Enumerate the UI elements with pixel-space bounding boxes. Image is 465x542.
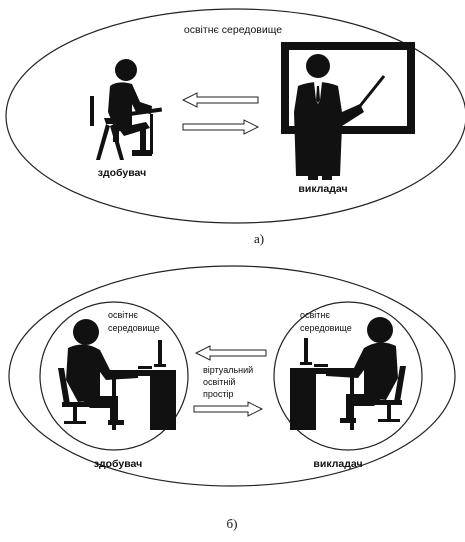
diagram-b: освітнє середовище освітнє середовище зд… (8, 265, 456, 531)
student-at-desk-icon (90, 59, 163, 160)
arrow-left-icon (194, 345, 267, 361)
learner-at-computer-icon (58, 319, 176, 430)
virtual-space-label-line1: віртуальний (203, 365, 253, 375)
teacher-environment-circle (273, 301, 423, 451)
teacher-at-board-icon (281, 42, 415, 180)
learner-label-a: здобувач (98, 167, 146, 179)
virtual-space-arrows (193, 345, 267, 417)
arrow-left-icon (181, 92, 259, 108)
virtual-space-label-line2: освітній (203, 377, 235, 387)
arrow-right-icon (193, 401, 264, 417)
environment-label-a: освітнє середовище (184, 24, 282, 36)
teacher-label-b: викладач (313, 458, 362, 470)
right-environment-label-line1: освітнє (300, 310, 330, 320)
teacher-at-computer-icon (290, 317, 406, 430)
left-environment-label-line2: середовище (108, 323, 160, 333)
learner-environment-circle (39, 301, 189, 451)
diagram-a: освітнє середовище здобувач (5, 8, 465, 246)
virtual-space-label-line3: простір (203, 389, 234, 399)
environment-oval-a (5, 8, 465, 224)
left-environment-label-line1: освітнє (108, 310, 138, 320)
caption-b: б) (227, 516, 238, 531)
outer-oval-b (8, 265, 456, 487)
arrow-right-icon (182, 119, 260, 135)
right-environment-label-line2: середовище (300, 323, 352, 333)
learner-label-b: здобувач (94, 458, 142, 470)
interaction-arrows-a (181, 92, 260, 135)
caption-a: а) (254, 231, 264, 246)
teacher-label-a: викладач (298, 183, 347, 195)
